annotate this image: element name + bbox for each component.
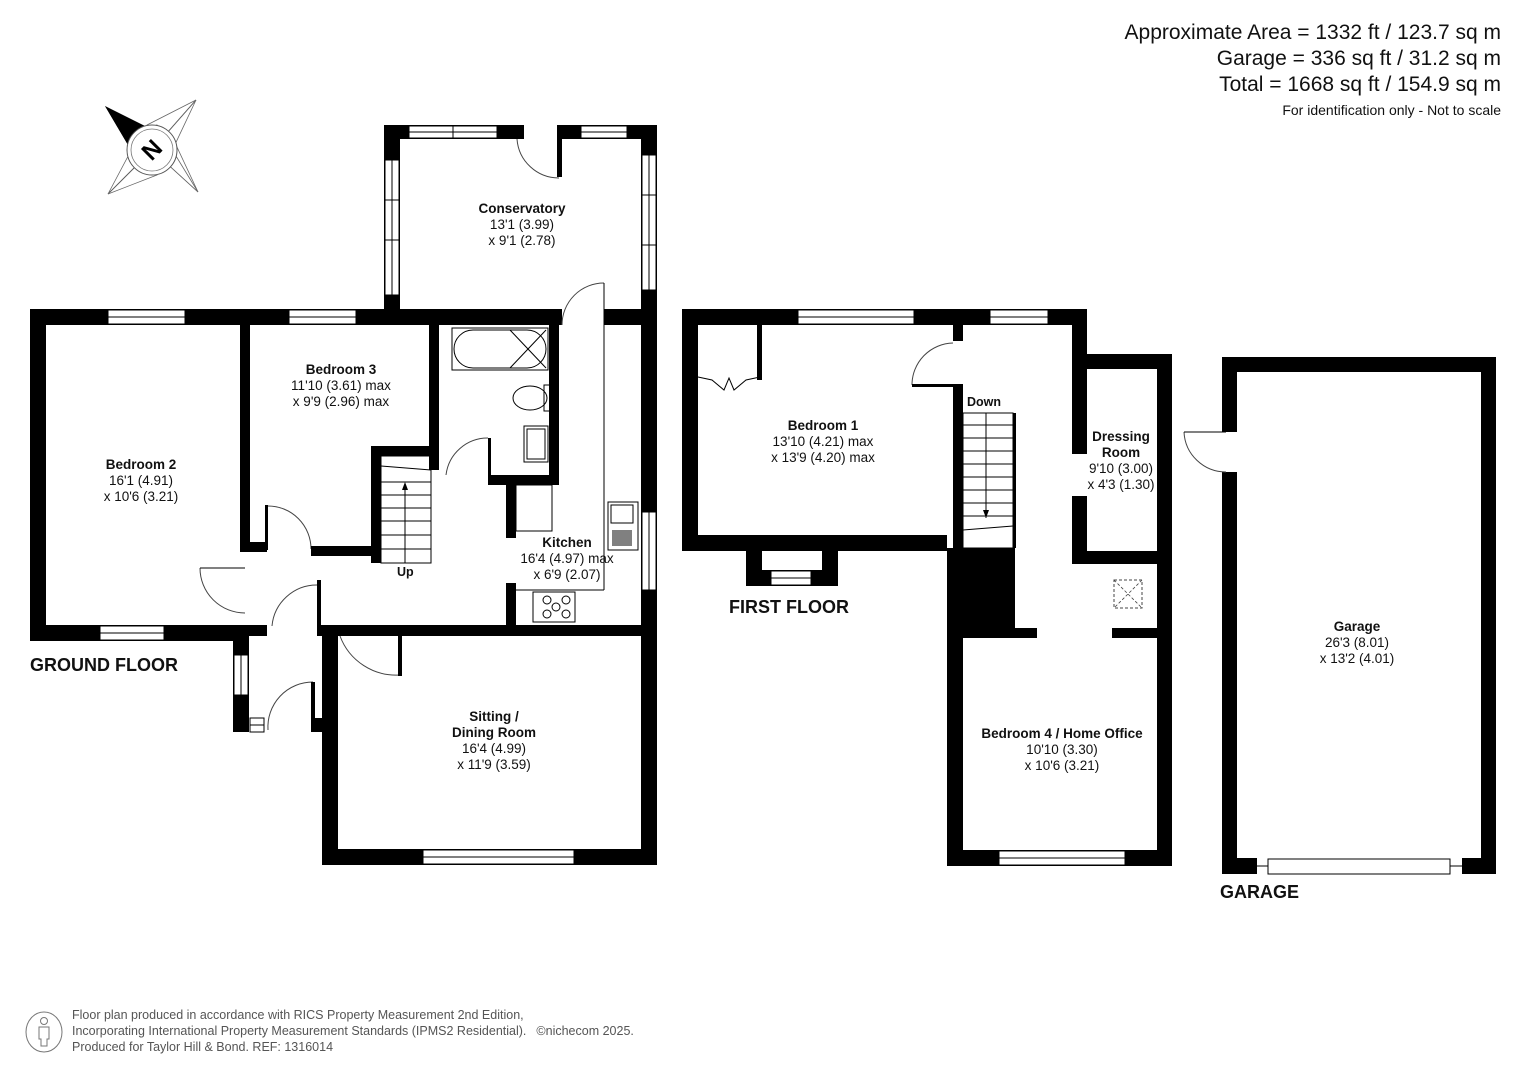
room-bedroom-1: Bedroom 1 13'10 (4.21) max x 13'9 (4.20)… bbox=[771, 418, 875, 465]
total-area-text: Total = 1668 sq ft / 154.9 sq m bbox=[1219, 73, 1501, 96]
room-bedroom-2: Bedroom 2 16'1 (4.91) x 10'6 (3.21) bbox=[103, 457, 179, 504]
room-dressing-room: Dressing Room 9'10 (3.00) x 4'3 (1.30) bbox=[1087, 429, 1155, 492]
first-floor-walls bbox=[682, 309, 1172, 866]
ground-floor-label: GROUND FLOOR bbox=[30, 655, 178, 675]
footer-line-1: Floor plan produced in accordance with R… bbox=[72, 1008, 524, 1022]
compass-north-icon: N bbox=[105, 99, 199, 195]
room-kitchen: Kitchen 16'4 (4.97) max x 6'9 (2.07) bbox=[520, 535, 614, 582]
area-summary: Approximate Area = 1332 ft / 123.7 sq m … bbox=[1125, 20, 1501, 120]
scale-note: For identification only - Not to scale bbox=[1282, 102, 1501, 118]
footer-line-2: Incorporating International Property Mea… bbox=[72, 1024, 527, 1038]
garage-walls bbox=[1183, 357, 1496, 875]
person-icon bbox=[25, 1011, 63, 1053]
ground-floor-walls bbox=[30, 125, 657, 865]
room-conservatory: Conservatory 13'1 (3.99) x 9'1 (2.78) bbox=[478, 201, 566, 248]
room-sitting-dining: Sitting / Dining Room 16'4 (4.99) x 11'9… bbox=[452, 709, 536, 772]
garage-floor-label: GARAGE bbox=[1220, 882, 1300, 902]
copyright-text: ©nichecom 2025. bbox=[536, 1024, 634, 1038]
footer-text: Floor plan produced in accordance with R… bbox=[72, 1007, 634, 1055]
first-floor-label: FIRST FLOOR bbox=[729, 597, 849, 617]
stairs-up-label: Up bbox=[397, 565, 414, 579]
room-bedroom-4-home-office: Bedroom 4 / Home Office 10'10 (3.30) x 1… bbox=[981, 726, 1143, 773]
room-bedroom-3: Bedroom 3 11'10 (3.61) max x 9'9 (2.96) … bbox=[291, 362, 391, 409]
garage-area-text: Garage = 336 sq ft / 31.2 sq m bbox=[1216, 47, 1501, 70]
stairs-down-label: Down bbox=[967, 395, 1002, 409]
room-garage: Garage 26'3 (8.01) x 13'2 (4.01) bbox=[1319, 619, 1395, 666]
footer-line-3: Produced for Taylor Hill & Bond. REF: 13… bbox=[72, 1040, 334, 1054]
approx-area-text: Approximate Area = 1332 ft / 123.7 sq m bbox=[1124, 21, 1501, 44]
